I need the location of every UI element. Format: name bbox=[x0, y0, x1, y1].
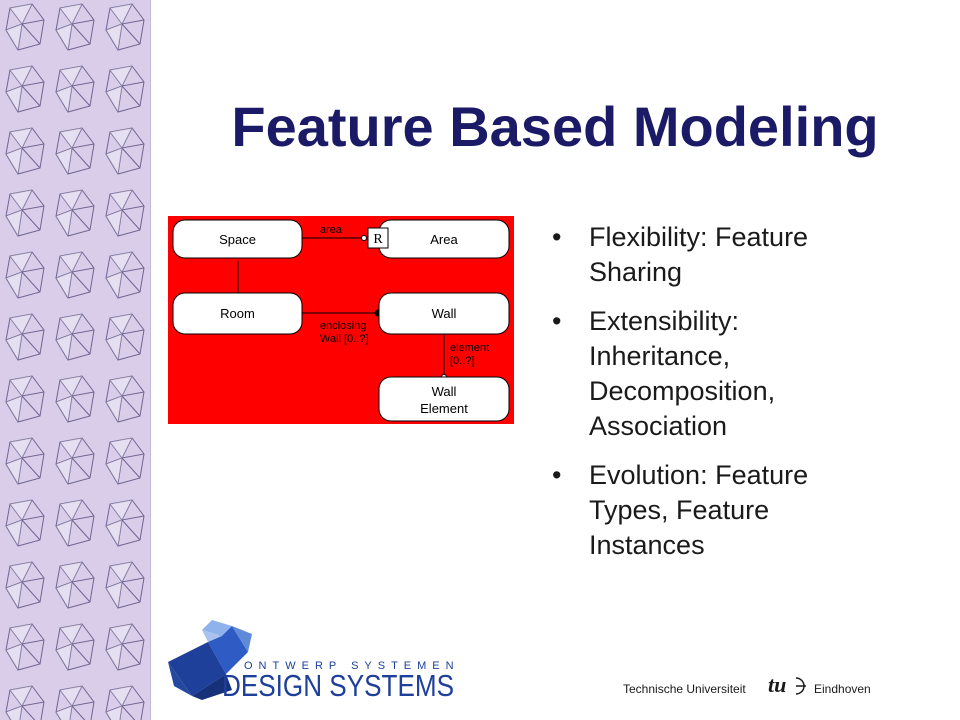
logo-subtitle: ONTWERP SYSTEMEN bbox=[244, 660, 460, 672]
bullet-text: Extensibility: Inheritance, Decompositio… bbox=[589, 306, 776, 441]
node-room: Room bbox=[172, 292, 303, 335]
design-systems-logo: ONTWERP SYSTEMEN DESIGN SYSTEMS bbox=[168, 620, 460, 702]
bullet-list: • Flexibility: Feature Sharing • Extensi… bbox=[552, 220, 882, 577]
node-wall: Wall bbox=[378, 292, 510, 335]
bullet-text: Evolution: Feature Types, Feature Instan… bbox=[589, 460, 809, 560]
r-marker-label: R bbox=[373, 232, 383, 247]
node-wall-element-label-1: Wall bbox=[432, 384, 457, 399]
bullet-dot-icon: • bbox=[552, 222, 562, 252]
tu-eindhoven-footer: Technische Universiteit tu Eindhoven bbox=[623, 670, 883, 706]
tu-left-text: Technische Universiteit bbox=[623, 682, 746, 696]
node-area-label: Area bbox=[430, 232, 458, 247]
node-wall-label: Wall bbox=[432, 306, 457, 321]
label-enclosing-1: enclosing bbox=[320, 320, 366, 332]
node-area: Area bbox=[378, 219, 510, 259]
node-room-label: Room bbox=[220, 306, 255, 321]
bullet-item: • Flexibility: Feature Sharing bbox=[552, 220, 882, 290]
slide-title: Feature Based Modeling bbox=[231, 95, 879, 158]
feature-diagram: Space Area Room Wall Wall Element R area… bbox=[168, 216, 514, 424]
node-wall-element: Wall Element bbox=[378, 376, 510, 422]
label-element-1: element bbox=[450, 342, 489, 354]
crystal-logo-icon bbox=[168, 620, 252, 700]
tu-right-text: Eindhoven bbox=[814, 682, 871, 696]
logo-title: DESIGN SYSTEMS bbox=[222, 668, 454, 702]
label-enclosing-2: Wall [0..?] bbox=[320, 333, 369, 345]
node-space-label: Space bbox=[219, 232, 256, 247]
tu-logo-icon: tu bbox=[768, 672, 806, 697]
bullet-text: Flexibility: Feature Sharing bbox=[589, 222, 809, 287]
bullet-item: • Evolution: Feature Types, Feature Inst… bbox=[552, 458, 882, 563]
tu-logo-text: tu bbox=[768, 672, 786, 697]
bullet-dot-icon: • bbox=[552, 460, 562, 490]
area-link-dot bbox=[361, 235, 367, 241]
node-space: Space bbox=[172, 219, 303, 259]
label-area: area bbox=[320, 224, 343, 236]
decorative-side-strip bbox=[0, 0, 151, 720]
r-marker: R bbox=[367, 227, 389, 249]
bullet-item: • Extensibility: Inheritance, Decomposit… bbox=[552, 304, 882, 444]
node-wall-element-label-2: Element bbox=[420, 401, 468, 416]
label-element-2: [0..?] bbox=[450, 355, 474, 367]
bullet-dot-icon: • bbox=[552, 306, 562, 336]
